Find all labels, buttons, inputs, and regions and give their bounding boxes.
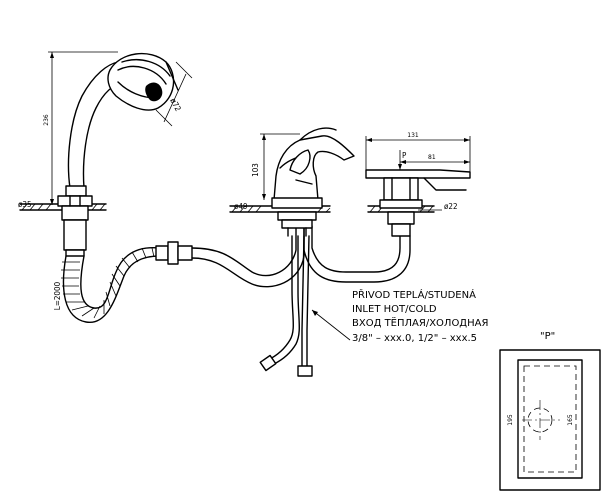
hose-length-label: L=2000 (53, 281, 62, 310)
diverter (365, 169, 471, 237)
diverter-mark-label: P (402, 151, 407, 160)
diverter-width-dimension: 131 (365, 132, 471, 172)
shower-holder (19, 195, 107, 257)
shower-holder-diameter-label: ø35 (18, 200, 32, 209)
mixer-height-label: 103 (251, 163, 260, 177)
inlet-note-line1: PŘIVOD TEPLÁ/STUDENÁ (352, 288, 476, 301)
inlet-hoses (259, 235, 313, 377)
detail-p: "P" 195 165 (499, 331, 601, 491)
diverter-base-diameter-dimension: ø22 (418, 202, 458, 211)
hand-shower-height-label: 236 (43, 114, 50, 126)
inlet-note-line2: INLET HOT/COLD (352, 304, 437, 315)
diverter-lever-label: 81 (428, 154, 436, 161)
hose-length-dimension: L=2000 (53, 281, 62, 310)
diverter-width-label: 131 (407, 132, 419, 139)
detail-p-title: "P" (540, 331, 555, 342)
shower-holder-diameter-dimension: ø35 (18, 200, 62, 211)
mixer-base-diameter-label: ø49 (234, 202, 248, 211)
diverter-base-diameter-label: ø22 (444, 202, 458, 211)
inlet-note-line3: ВХОД ТЁПЛАЯ/ХОЛОДНАЯ (352, 316, 488, 329)
diverter-lever-dimension: P 81 (398, 150, 470, 170)
hand-shower-diameter-label: ø72 (168, 97, 182, 113)
mixer-base-diameter-dimension: ø49 (234, 202, 278, 213)
mixer-height-dimension: 103 (251, 133, 300, 200)
basin-mixer (229, 127, 355, 237)
shower-hose (61, 241, 193, 323)
inlet-note-line4: 3/8" – xxx.0, 1/2" – xxx.5 (352, 333, 477, 344)
detail-p-outer-height: 195 (507, 414, 514, 426)
inlet-note: PŘIVOD TEPLÁ/STUDENÁ INLET HOT/COLD ВХОД… (311, 288, 488, 344)
hand-shower (65, 52, 179, 197)
diverter-pipe (191, 225, 411, 288)
detail-p-inner-height: 165 (567, 414, 574, 426)
hand-shower-height-dimension: 236 (43, 51, 118, 205)
